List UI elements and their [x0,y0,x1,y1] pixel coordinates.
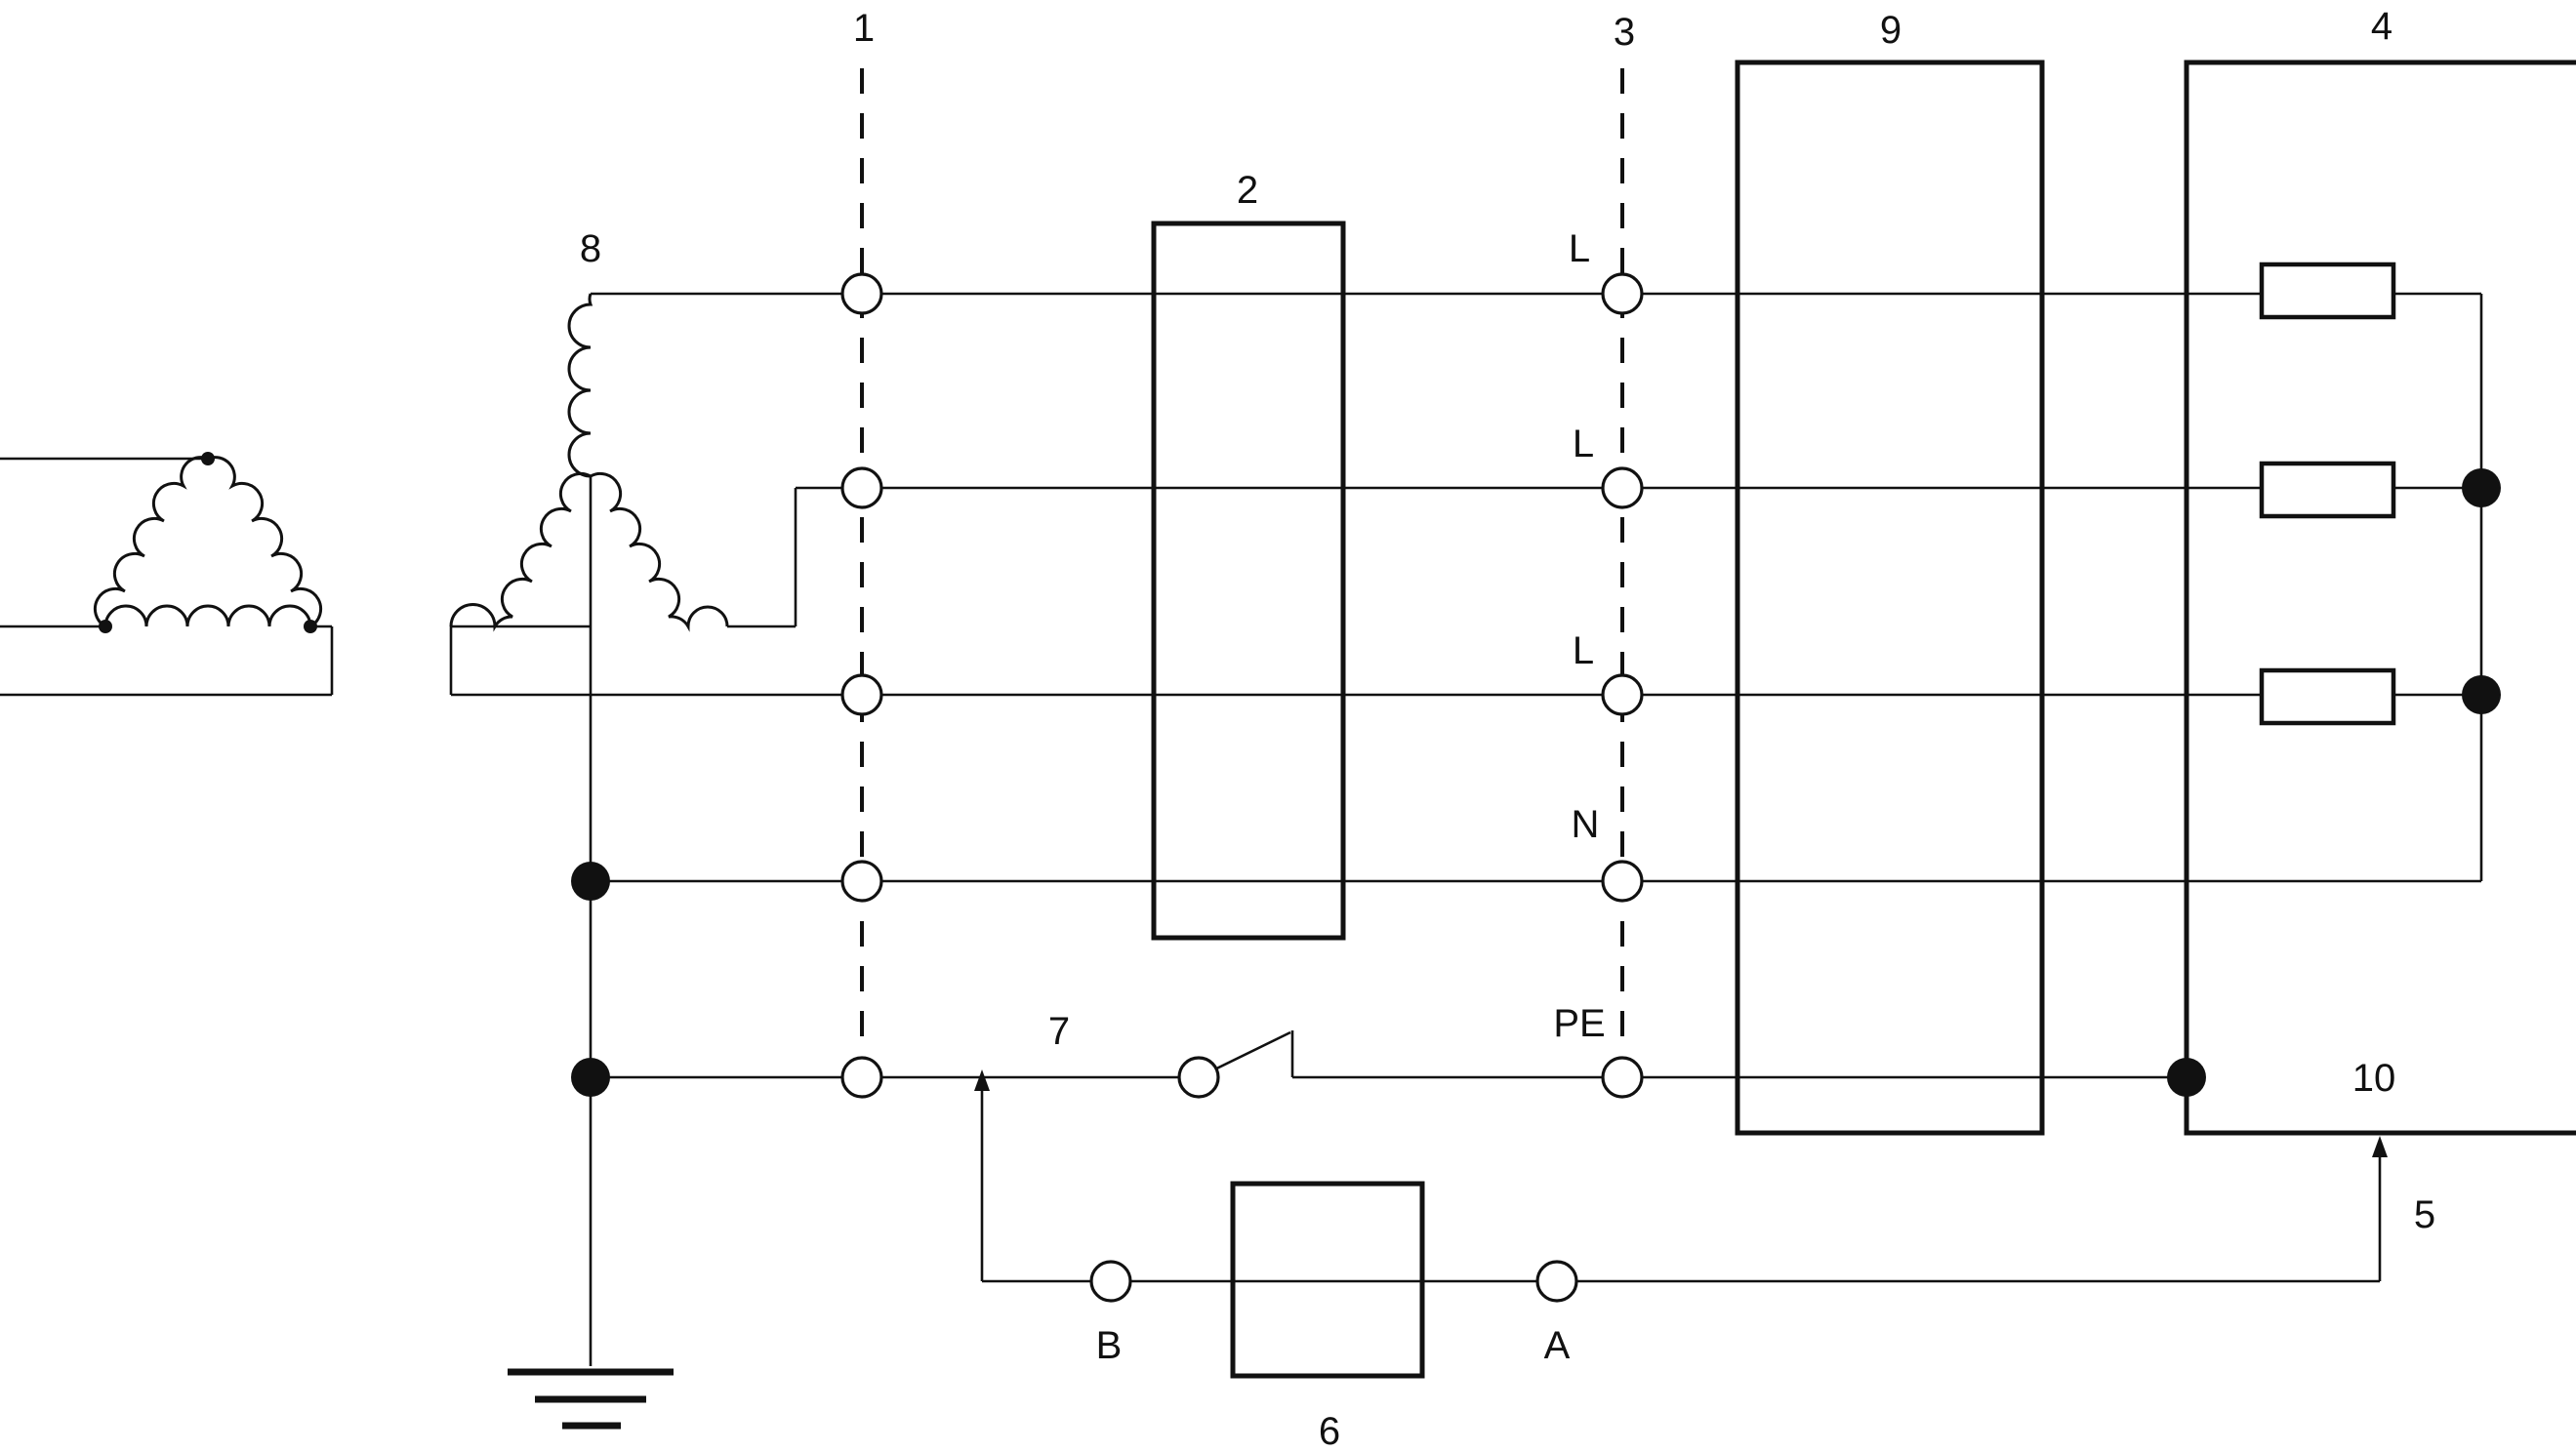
device-box-6 [1230,1181,1425,1379]
label-7: 7 [1048,1010,1070,1053]
label-10: 10 [2352,1057,2396,1100]
label-L2: L [1573,423,1594,465]
label-2: 2 [1237,169,1258,212]
device-box-4 [2184,60,2576,1136]
label-3: 3 [1614,11,1635,54]
label-L1: L [1569,227,1590,270]
label-9: 9 [1880,9,1901,52]
label-B: B [1096,1324,1123,1367]
bus-lines [591,292,2483,1079]
load-resistor-1 [2259,262,2396,320]
label-A: A [1544,1324,1571,1367]
label-8: 8 [580,227,601,270]
load-resistor-3 [2259,667,2396,726]
label-5: 5 [2414,1193,2435,1236]
label-6: 6 [1319,1410,1340,1452]
label-PE: PE [1553,1002,1605,1045]
label-L3: L [1573,629,1594,672]
ground-icon [508,1368,674,1430]
label-N: N [1572,803,1600,846]
load-resistor-2 [2259,461,2396,519]
measurement-circuit [974,1069,2388,1283]
secondary-star-winding [449,292,857,1366]
device-box-9 [1735,60,2045,1136]
junction-dots [571,468,2501,1097]
terminals [840,272,1644,1303]
primary-delta-winding [0,452,334,697]
label-1: 1 [853,7,875,50]
label-4: 4 [2371,5,2392,48]
device-box-2 [1151,221,1346,941]
